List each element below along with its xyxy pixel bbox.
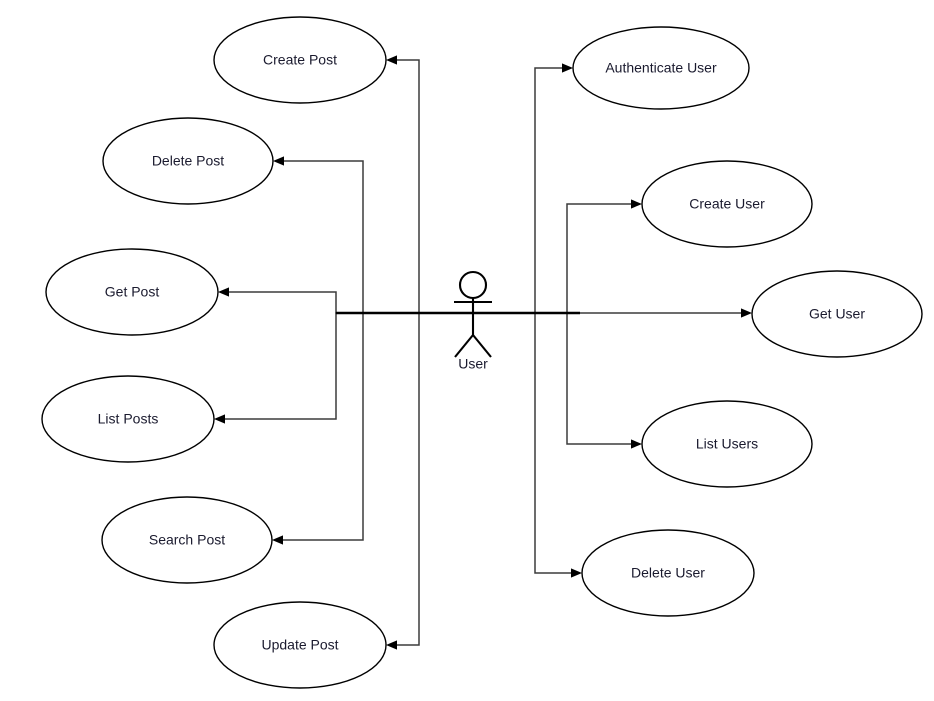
use-case-label: Get User [809,306,865,322]
actor-head-icon [458,270,488,300]
use-case-authenticate-user[interactable]: Authenticate User [572,26,750,110]
arrowhead-icon [214,414,225,424]
use-case-label: Create User [689,196,765,212]
arrowhead-icon [631,439,642,449]
use-case-delete-user[interactable]: Delete User [581,529,755,617]
use-case-ellipse[interactable] [581,529,755,617]
actor-label: User [458,356,488,372]
association-authenticate-user [473,63,573,314]
use-case-ellipse[interactable] [213,601,387,689]
use-case-label: Create Post [263,52,337,68]
use-case-create-post[interactable]: Create Post [213,16,387,104]
association-delete-user [473,312,582,578]
use-case-label: Get Post [105,284,160,300]
arrowhead-icon [273,156,284,166]
use-case-update-post[interactable]: Update Post [213,601,387,689]
use-case-label: Update Post [261,637,338,653]
association-list-posts [214,312,473,424]
actor-leg-right-icon [472,334,492,358]
arrowhead-icon [741,308,752,318]
use-case-ellipse[interactable] [45,248,219,336]
arrowhead-icon [386,55,397,65]
use-case-label: Search Post [149,532,225,548]
association-create-post [386,55,473,314]
arrowhead-icon [218,287,229,297]
use-case-get-post[interactable]: Get Post [45,248,219,336]
arrowhead-icon [272,535,283,545]
use-case-create-user[interactable]: Create User [641,160,813,248]
arrowhead-icon [571,568,582,578]
use-case-ellipse[interactable] [641,160,813,248]
association-list-users [473,312,642,449]
use-case-ellipse[interactable] [41,375,215,463]
use-case-label: Delete Post [152,153,224,169]
use-case-ellipse[interactable] [572,26,750,110]
use-case-label: List Users [696,436,758,452]
use-case-ellipse[interactable] [101,496,273,584]
use-case-label: List Posts [98,411,159,427]
use-case-ellipse[interactable] [102,117,274,205]
use-case-ellipse[interactable] [641,400,813,488]
association-delete-post [273,156,473,314]
use-case-label: Delete User [631,565,705,581]
actor-user[interactable]: User [454,270,492,372]
arrowhead-icon [562,63,573,73]
actor-leg-left-icon [454,334,474,358]
arrowhead-icon [631,199,642,209]
use-case-delete-post[interactable]: Delete Post [102,117,274,205]
arrowhead-icon [386,640,397,650]
use-case-list-posts[interactable]: List Posts [41,375,215,463]
association-search-post [272,312,473,545]
use-case-get-user[interactable]: Get User [751,270,923,358]
association-create-user [473,199,642,314]
use-case-list-users[interactable]: List Users [641,400,813,488]
use-case-ellipse[interactable] [213,16,387,104]
use-case-label: Authenticate User [605,60,717,76]
association-get-post [218,287,473,314]
use-case-search-post[interactable]: Search Post [101,496,273,584]
use-case-ellipse[interactable] [751,270,923,358]
